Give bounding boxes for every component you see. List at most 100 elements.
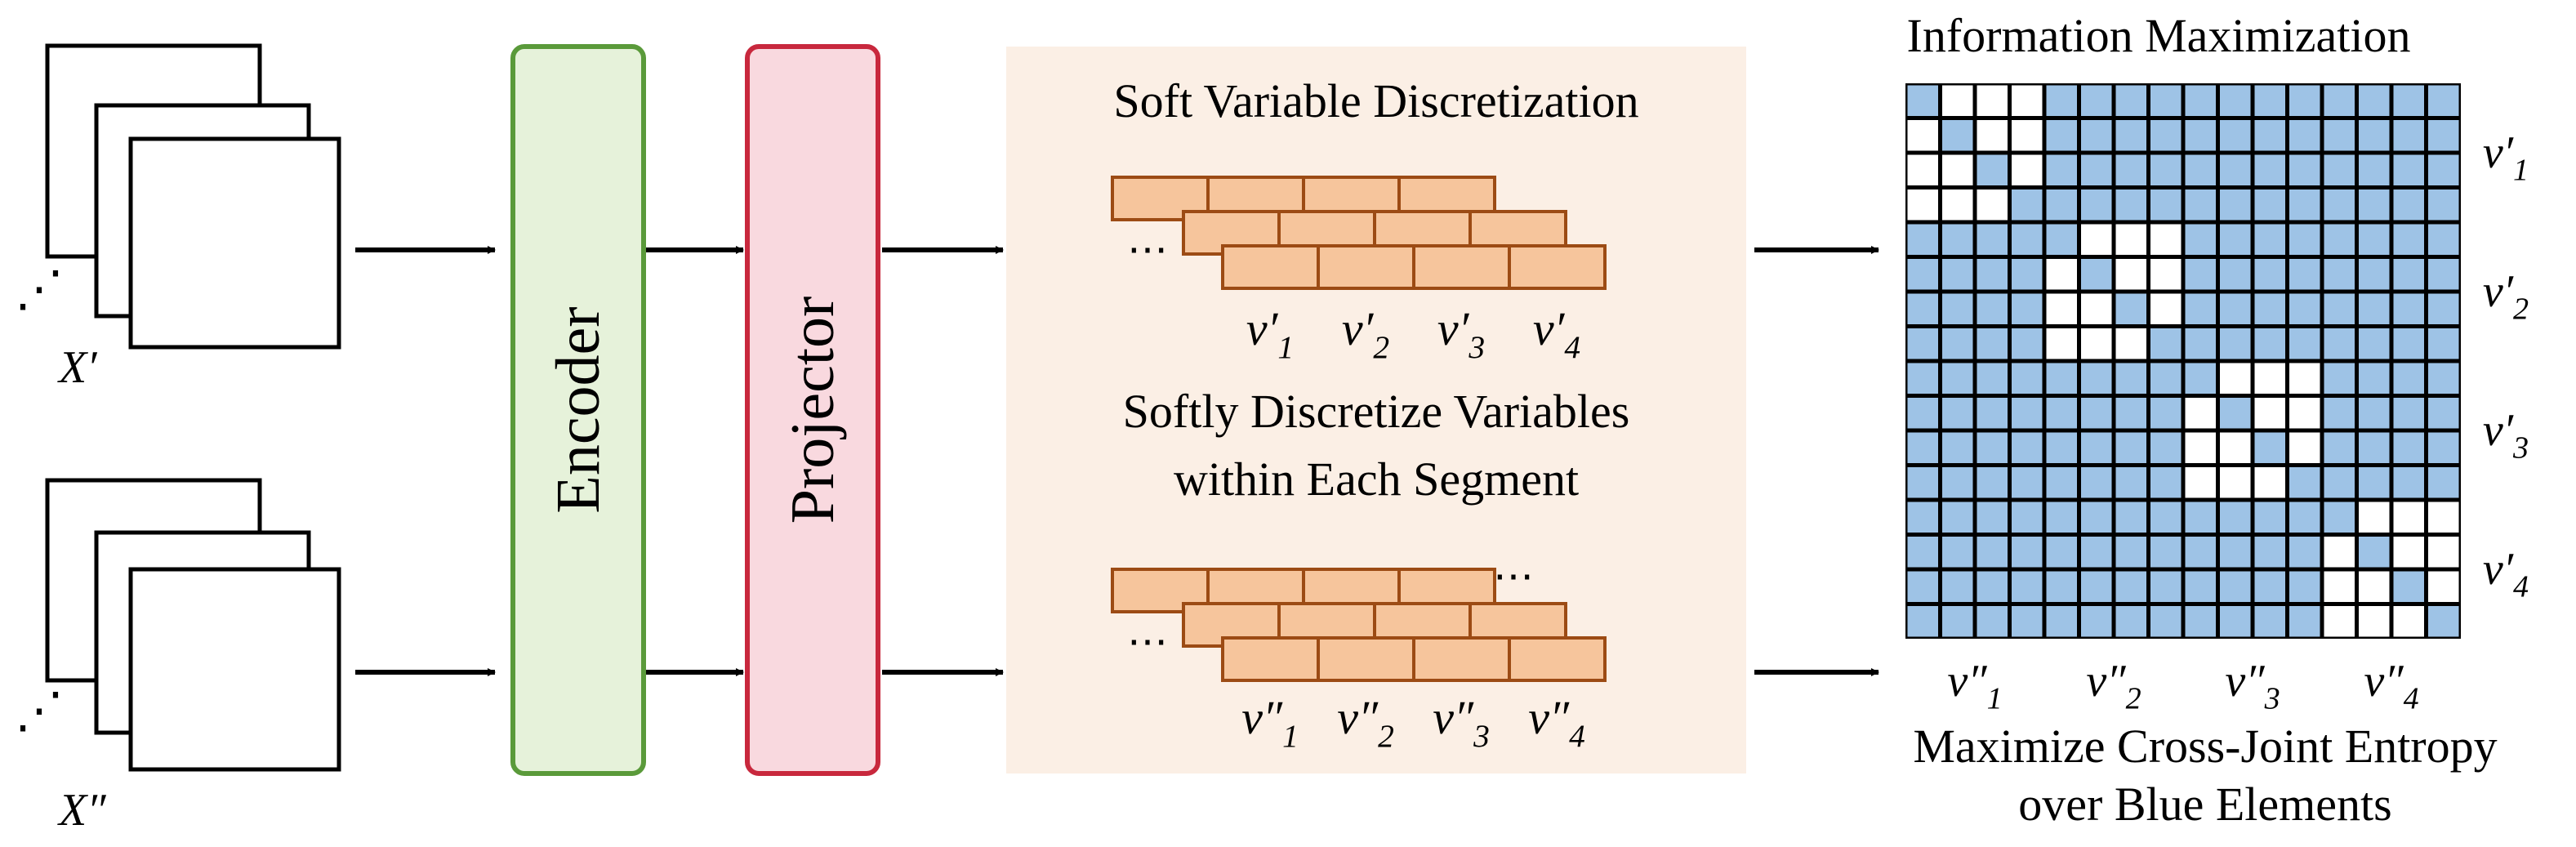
encoder-block: Encoder [510, 44, 646, 776]
matrix-cell-14-8 [2185, 571, 2216, 602]
matrix-cell-1-3 [2012, 120, 2043, 151]
matrix-cell-8-8 [2185, 363, 2216, 394]
matrix-cell-9-10 [2254, 398, 2285, 429]
matrix-cell-15-13 [2359, 606, 2390, 637]
matrix-cell-4-1 [1942, 224, 1973, 255]
matrix-cell-1-6 [2115, 120, 2146, 151]
matrix-cell-4-4 [2046, 224, 2077, 255]
matrix-col-label-1: v″1 [1947, 656, 2002, 716]
matrix-cell-0-9 [2220, 85, 2251, 116]
matrix-cell-3-4 [2046, 189, 2077, 221]
matrix-cell-0-3 [2012, 85, 2043, 116]
brick-stack-top [1111, 176, 1607, 290]
brick-top-brick-r2-c0 [1221, 244, 1320, 290]
matrix-cell-0-0 [1907, 85, 1938, 116]
matrix-cell-6-10 [2254, 293, 2285, 324]
matrix-cell-12-13 [2359, 502, 2390, 533]
matrix-cell-12-0 [1907, 502, 1938, 533]
matrix-cell-9-4 [2046, 398, 2077, 429]
matrix-cell-7-10 [2254, 328, 2285, 359]
matrix-cell-11-15 [2428, 467, 2459, 498]
matrix-cell-8-4 [2046, 363, 2077, 394]
discretization-top-var-1: v′1 [1246, 302, 1294, 365]
matrix-cell-12-15 [2428, 502, 2459, 533]
discretization-bottom-var-4: v″4 [1528, 691, 1585, 754]
matrix-cell-13-1 [1942, 537, 1973, 568]
matrix-cell-1-5 [2081, 120, 2112, 151]
arrows [355, 246, 1879, 676]
matrix-cell-15-12 [2324, 606, 2355, 637]
discretization-top-var-2: v′2 [1342, 302, 1389, 365]
discretization-top-var-3: v′3 [1437, 302, 1485, 365]
matrix-cell-15-15 [2428, 606, 2459, 637]
matrix-cell-1-15 [2428, 120, 2459, 151]
matrix-cell-13-14 [2393, 537, 2424, 568]
matrix-cell-11-9 [2220, 467, 2251, 498]
matrix-cell-3-13 [2359, 189, 2390, 221]
matrix-cell-10-3 [2012, 432, 2043, 463]
matrix-cell-8-9 [2220, 363, 2251, 394]
matrix-cell-2-10 [2254, 154, 2285, 185]
matrix-cell-3-1 [1942, 189, 1973, 221]
matrix-cell-8-12 [2324, 363, 2355, 394]
brick-bottom-brick-r2-c0 [1221, 636, 1320, 682]
brick-bottom-brick-r2-c1 [1317, 636, 1415, 682]
projector-block: Projector [745, 44, 880, 776]
matrix-col-label-3: v″3 [2225, 656, 2280, 716]
matrix-cell-14-9 [2220, 571, 2251, 602]
matrix-cell-5-6 [2115, 259, 2146, 290]
matrix-cell-1-14 [2393, 120, 2424, 151]
matrix-cell-1-11 [2289, 120, 2320, 151]
matrix-cell-0-8 [2185, 85, 2216, 116]
matrix-cell-6-5 [2081, 293, 2112, 324]
matrix-cell-9-5 [2081, 398, 2112, 429]
matrix-cell-15-7 [2150, 606, 2182, 637]
matrix-cell-6-13 [2359, 293, 2390, 324]
matrix-cell-3-15 [2428, 189, 2459, 221]
matrix-cell-4-2 [1977, 224, 2008, 255]
matrix-cell-14-0 [1907, 571, 1938, 602]
matrix-cell-0-5 [2081, 85, 2112, 116]
matrix-cell-12-11 [2289, 502, 2320, 533]
matrix-cell-7-2 [1977, 328, 2008, 359]
matrix-cell-7-12 [2324, 328, 2355, 359]
brick-bottom-brick-r2-c3 [1508, 636, 1607, 682]
matrix-cell-10-11 [2289, 432, 2320, 463]
matrix-cell-2-7 [2150, 154, 2182, 185]
matrix-cell-6-15 [2428, 293, 2459, 324]
matrix-cell-10-6 [2115, 432, 2146, 463]
matrix-row-label-1: v′1 [2483, 127, 2529, 188]
matrix-cell-10-14 [2393, 432, 2424, 463]
matrix-cell-15-0 [1907, 606, 1938, 637]
matrix-cell-11-13 [2359, 467, 2390, 498]
matrix-cell-7-11 [2289, 328, 2320, 359]
matrix-cell-12-2 [1977, 502, 2008, 533]
matrix-cell-8-5 [2081, 363, 2112, 394]
matrix-cell-10-2 [1977, 432, 2008, 463]
matrix-cell-0-12 [2324, 85, 2355, 116]
info-max-title: Information Maximization [1907, 9, 2411, 62]
matrix-cell-5-3 [2012, 259, 2043, 290]
matrix-cell-9-6 [2115, 398, 2146, 429]
matrix-cell-14-7 [2150, 571, 2182, 602]
matrix-cell-8-15 [2428, 363, 2459, 394]
matrix-cell-5-5 [2081, 259, 2112, 290]
matrix-cell-7-9 [2220, 328, 2251, 359]
matrix-cell-6-2 [1977, 293, 2008, 324]
input-stack-bottom-ellipsis: ⋰ [15, 684, 64, 738]
matrix-cell-6-0 [1907, 293, 1938, 324]
matrix-cell-0-11 [2289, 85, 2320, 116]
matrix-cell-5-15 [2428, 259, 2459, 290]
matrix-cell-3-3 [2012, 189, 2043, 221]
brick-top-brick-r2-c1 [1317, 244, 1415, 290]
input-stack-bottom: ⋰ [15, 478, 341, 772]
info-max-caption-line2: over Blue Elements [2018, 778, 2391, 831]
matrix-cell-2-11 [2289, 154, 2320, 185]
matrix-cell-12-10 [2254, 502, 2285, 533]
matrix-cell-1-2 [1977, 120, 2008, 151]
matrix-cell-9-3 [2012, 398, 2043, 429]
matrix-cell-8-6 [2115, 363, 2146, 394]
matrix-cell-8-0 [1907, 363, 1938, 394]
